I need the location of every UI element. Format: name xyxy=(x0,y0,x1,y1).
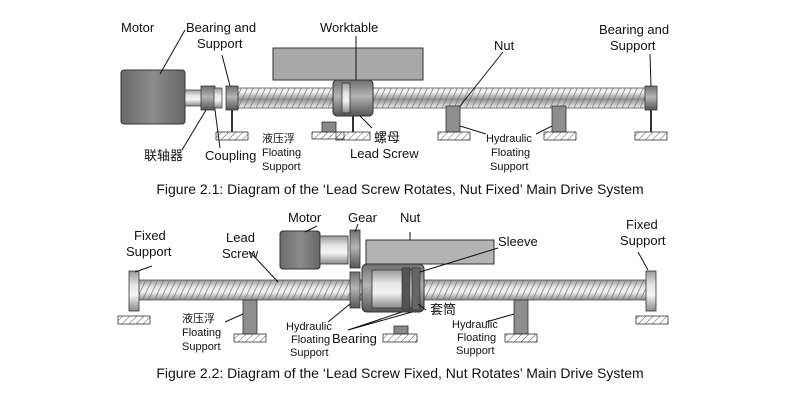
fig2-hyd-mid-label-1: Hydraulic xyxy=(286,321,332,333)
hydraulic-base-2a xyxy=(233,333,267,343)
fig1-motor-label: Motor xyxy=(121,20,155,35)
fig2-lead-label-1: Lead xyxy=(226,230,255,245)
fig2-caption: Figure 2.2: Diagram of the ‘Lead Screw F… xyxy=(156,365,643,381)
bearing-2a xyxy=(401,267,411,311)
bearing-left-1 xyxy=(225,85,239,111)
fig2-floating-left-label-2: Support xyxy=(182,341,221,353)
fig2-hyd-right-label-3: Support xyxy=(456,345,495,357)
figure-2-2: Fixed Support Lead Screw Motor Gear Nut … xyxy=(117,210,669,381)
base-left-1 xyxy=(215,131,249,141)
hydraulic-base-1a xyxy=(437,131,471,141)
hydraulic-base-1b xyxy=(543,131,577,141)
fig2-hyd-right-label-2: Floating xyxy=(457,332,496,344)
coupling-2 xyxy=(213,87,223,109)
fig2-bearing-label: Bearing xyxy=(332,331,377,346)
figure-2-1: Motor Bearing and Support Worktable Nut … xyxy=(120,20,669,197)
fig1-bearing-right-label-2: Support xyxy=(610,38,656,53)
fig1-floating-left-label-2: Support xyxy=(262,161,301,173)
fig2-hyd-mid-label-2: Floating xyxy=(291,334,330,346)
fig1-bearing-left-label-1: Bearing and xyxy=(186,20,256,35)
motor-2 xyxy=(279,230,321,270)
fig1-hydraulic-right-label-1: Hydraulic xyxy=(486,133,532,145)
bearing-2b xyxy=(411,267,421,311)
fig1-lead-screw-label: Lead Screw xyxy=(350,146,419,161)
fig1-hydraulic-cn-label: 液压浮 xyxy=(262,131,295,145)
floating-pad-2 xyxy=(393,325,409,335)
fig1-bearing-right-label-1: Bearing and xyxy=(599,22,669,37)
fig2-sleeve-cn-label: 套筒 xyxy=(430,302,456,317)
motor-shaft-2 xyxy=(319,235,349,265)
fig1-coupling-label: Coupling xyxy=(205,148,256,163)
fig2-fixed-right-label-1: Fixed xyxy=(626,217,658,232)
nut-flange-1 xyxy=(341,82,351,114)
fig2-hyd-mid-label-3: Support xyxy=(290,347,329,359)
fig2-hyd-right-label-1: Hydraulic xyxy=(452,319,498,331)
base-right-1 xyxy=(634,131,668,141)
fixed-support-left xyxy=(128,270,140,312)
fig1-worktable-label: Worktable xyxy=(320,20,378,35)
gear-upper xyxy=(349,229,361,269)
nut-body-1 xyxy=(332,79,374,117)
gear-lower xyxy=(349,271,361,309)
lead-screw-shaft-1 xyxy=(229,87,651,109)
hydraulic-support-2b xyxy=(513,299,529,335)
fixed-base-right xyxy=(635,315,669,325)
fig1-coupling-cn-label: 联轴器 xyxy=(144,148,183,163)
fig2-hydraulic-cn-label: 液压浮 xyxy=(182,311,215,325)
coupling-1 xyxy=(200,85,216,111)
fig2-floating-left-label-1: Floating xyxy=(182,327,221,339)
fig1-caption: Figure 2.1: Diagram of the ‘Lead Screw R… xyxy=(156,181,643,197)
motor-1 xyxy=(120,69,186,125)
fig2-sleeve-label: Sleeve xyxy=(498,234,538,249)
floating-base-1 xyxy=(311,131,345,140)
fig2-fixed-left-label-1: Fixed xyxy=(134,228,166,243)
fig1-floating-left-label-1: Floating xyxy=(262,147,301,159)
hydraulic-support-1b xyxy=(551,105,567,133)
hydraulic-support-1a xyxy=(445,105,461,133)
floating-base-2 xyxy=(382,333,418,343)
bearing-right-1 xyxy=(644,85,658,111)
worktable xyxy=(272,47,424,81)
fig1-hydraulic-right-label-3: Support xyxy=(490,161,529,173)
hydraulic-base-2b xyxy=(504,333,538,343)
floating-pad-1 xyxy=(321,121,337,133)
fig1-nut-cn-label: 螺母 xyxy=(374,130,400,145)
fig2-gear-label: Gear xyxy=(348,210,378,225)
fixed-support-right xyxy=(645,270,657,312)
fig2-fixed-left-label-2: Support xyxy=(126,244,172,259)
fig2-lead-label-2: Screw xyxy=(222,246,259,261)
fig1-nut-label: Nut xyxy=(494,38,515,53)
fixed-base-left xyxy=(117,315,151,325)
motor-shaft-1 xyxy=(184,89,204,107)
hydraulic-support-2a xyxy=(242,299,258,335)
fig1-hydraulic-right-label-2: Floating xyxy=(491,147,530,159)
fig2-motor-label: Motor xyxy=(288,210,322,225)
fig2-nut-label: Nut xyxy=(400,210,421,225)
fig1-bearing-left-label-2: Support xyxy=(197,36,243,51)
nut-housing-2 xyxy=(365,239,495,265)
fig2-fixed-right-label-2: Support xyxy=(620,233,666,248)
